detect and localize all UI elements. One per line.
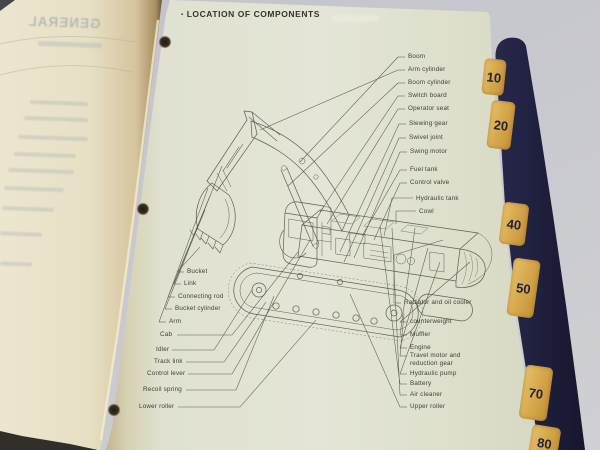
label-switch-board: Switch board (408, 92, 447, 99)
label-swivel-joint: Swivel joint (409, 134, 443, 141)
label-cab: Cab (160, 331, 173, 338)
label-air-cleaner: Air cleaner (410, 391, 443, 398)
excavator-machine (189, 110, 493, 342)
label-operator-seat: Operator seat (408, 105, 450, 112)
corner-shadow-bottom-left (0, 431, 98, 450)
label-track-link: Track link (154, 358, 183, 365)
label-link: Link (184, 280, 197, 287)
label-control-lever: Control lever (147, 370, 186, 377)
label-arm-cylinder: Arm cylinder (408, 66, 446, 73)
label-bucket: Bucket (187, 268, 208, 275)
label-idler: Idler (156, 346, 170, 353)
label-bucket-cylinder: Bucket cylinder (175, 305, 221, 312)
label-lower-roller: Lower roller (139, 403, 175, 410)
label-travel-motor-and-reduction-gear: Travel motor and reduction gear (410, 352, 461, 367)
label-hydraulic-tank: Hydraulic tank (416, 195, 459, 202)
index-tab-10: 10 (481, 57, 507, 97)
print-through-rule (0, 36, 137, 76)
label-upper-roller: Upper roller (410, 403, 446, 410)
index-tab-40: 40 (498, 201, 530, 247)
label-engine: Engine (410, 344, 431, 351)
label-recoil-spring: Recoil spring (143, 386, 182, 393)
label-counterweight: counterweight (410, 318, 452, 325)
title-bullet-icon: ▪ (181, 12, 184, 18)
label-control-valve: Control valve (410, 179, 450, 186)
label-connecting-rod: Connecting rod (178, 293, 224, 300)
label-battery: Battery (410, 380, 432, 387)
label-cowl: Cowl (419, 208, 434, 215)
binder-holes (107, 35, 172, 417)
label-swing-motor: Swing motor (410, 148, 448, 155)
leader-lines (158, 56, 471, 408)
page-title-text: LOCATION OF COMPONENTS (186, 9, 320, 19)
book-cover (495, 37, 585, 450)
paper-smudge (333, 15, 379, 22)
label-hydraulic-pump: Hydraulic pump (410, 370, 457, 377)
page-title: ▪LOCATION OF COMPONENTS (181, 9, 320, 19)
label-boom: Boom (408, 53, 426, 60)
label-arm: Arm (169, 318, 182, 325)
label-fuel-tank: Fuel tank (410, 166, 438, 173)
left-page (0, 0, 162, 450)
label-boom-cylinder: Boom cylinder (408, 79, 451, 86)
page-curl-highlight (99, 19, 160, 441)
corner-shadow-top-left (0, 0, 15, 11)
label-muffler: Muffler (410, 331, 431, 338)
label-radiator-and-oil-cooler: Radiator and oil cooler (404, 299, 472, 306)
label-slewing-gear: Slewing gear (409, 120, 448, 127)
index-tab-80: 80 (527, 423, 562, 450)
